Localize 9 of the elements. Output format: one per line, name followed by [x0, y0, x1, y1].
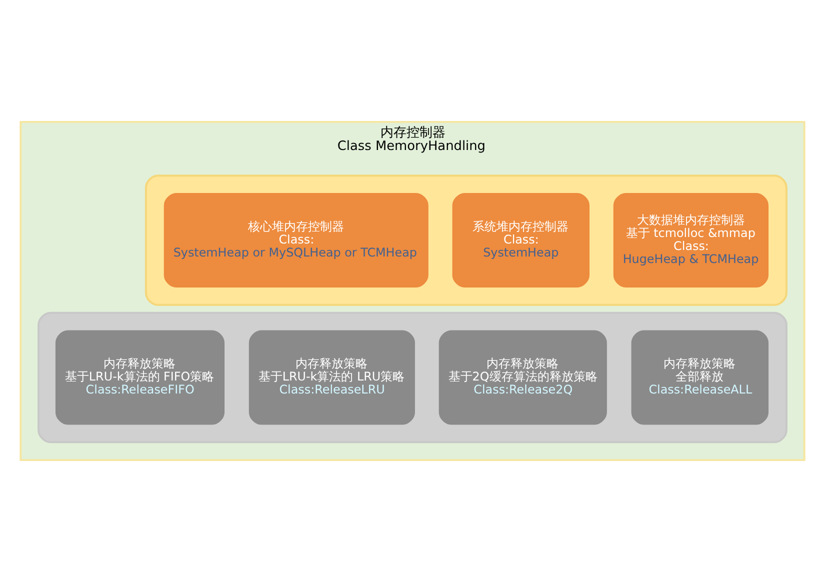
node-box: 核心堆内存控制器 Class: SystemHeap or MySQLHeap or TCMHeap [164, 193, 428, 288]
node-box: 内存释放策略 基于2Q缓存算法的释放策略 Class:Release2Q [438, 330, 607, 425]
node-box: 内存释放策略 全部释放 Class:ReleaseALL [631, 330, 769, 425]
cluster [144, 174, 788, 306]
node-box: 系统堆内存控制器 Class: SystemHeap [452, 193, 590, 288]
node-box: 内存释放策略 基于LRU-k算法的 LRU策略 Class:ReleaseLRU [248, 330, 415, 425]
node-box: 大数据堆内存控制器 基于 tcmolloc &mmap Class: HugeHeap & TCMHeap [613, 193, 769, 288]
node-box: 内存释放策略 基于LRU-k算法的 FIFO策略 Class:ReleaseFIFO [55, 330, 225, 425]
cluster [38, 312, 788, 444]
